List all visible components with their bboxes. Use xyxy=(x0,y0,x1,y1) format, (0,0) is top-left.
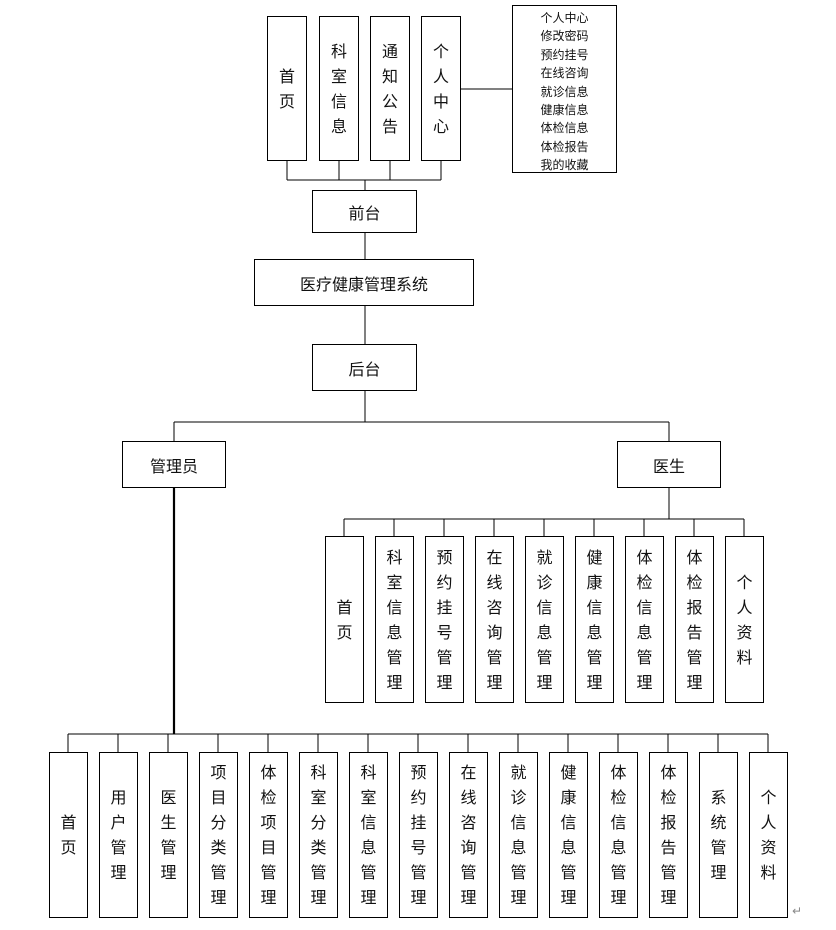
admin-module-checkup-item: 体检项目管理 xyxy=(249,752,288,918)
admin-module-department-category: 科室分类管理 xyxy=(299,752,338,918)
admin-module-home: 首页 xyxy=(49,752,88,918)
doctor-module-online-consult: 在线咨询管理 xyxy=(475,536,514,703)
admin-module-health-info: 健康信息管理 xyxy=(549,752,588,918)
doctor-module-profile: 个人资料 xyxy=(725,536,764,703)
doctor-module-checkup-info: 体检信息管理 xyxy=(625,536,664,703)
doctor-role-node: 医生 xyxy=(617,441,721,488)
admin-module-item-category: 项目分类管理 xyxy=(199,752,238,918)
admin-module-online-consult: 在线咨询管理 xyxy=(449,752,488,918)
submenu-item: 健康信息 xyxy=(540,103,589,118)
paragraph-return-mark: ↵ xyxy=(792,904,803,918)
admin-module-system: 系统管理 xyxy=(699,752,738,918)
submenu-item: 体检报告 xyxy=(540,139,589,154)
frontend-module-department-info: 科室信息 xyxy=(319,16,359,161)
submenu-item: 个人中心 xyxy=(540,11,589,25)
frontend-module-home: 首页 xyxy=(267,16,307,161)
frontend-module-notice: 通知公告 xyxy=(370,16,410,161)
backend-node: 后台 xyxy=(312,344,417,391)
submenu-item: 修改密码 xyxy=(540,29,589,44)
submenu-item: 就诊信息 xyxy=(540,84,589,99)
doctor-module-health-info: 健康信息管理 xyxy=(575,536,614,703)
system-root-node: 医疗健康管理系统 xyxy=(254,259,474,306)
admin-role-node: 管理员 xyxy=(122,441,226,488)
admin-module-checkup-report: 体检报告管理 xyxy=(649,752,688,918)
doctor-module-department-info: 科室信息管理 xyxy=(375,536,414,703)
admin-module-appointment: 预约挂号管理 xyxy=(399,752,438,918)
submenu-item: 在线咨询 xyxy=(540,66,589,81)
doctor-module-visit-info: 就诊信息管理 xyxy=(525,536,564,703)
personal-center-submenu: 个人中心 修改密码 预约挂号 在线咨询 就诊信息 健康信息 体检信息 体检报告 … xyxy=(512,5,617,173)
admin-module-doctor: 医生管理 xyxy=(149,752,188,918)
admin-module-visit-info: 就诊信息管理 xyxy=(499,752,538,918)
submenu-item: 预约挂号 xyxy=(540,47,589,62)
frontend-module-personal-center: 个人中心 xyxy=(421,16,461,161)
submenu-item: 体检信息 xyxy=(540,121,589,136)
frontend-node: 前台 xyxy=(312,190,417,233)
admin-module-checkup-info: 体检信息管理 xyxy=(599,752,638,918)
admin-module-department-info: 科室信息管理 xyxy=(349,752,388,918)
admin-module-user: 用户管理 xyxy=(99,752,138,918)
doctor-module-appointment: 预约挂号管理 xyxy=(425,536,464,703)
doctor-module-home: 首页 xyxy=(325,536,364,703)
doctor-module-checkup-report: 体检报告管理 xyxy=(675,536,714,703)
submenu-item: 我的收藏 xyxy=(540,158,589,173)
admin-module-profile: 个人资料 xyxy=(749,752,788,918)
